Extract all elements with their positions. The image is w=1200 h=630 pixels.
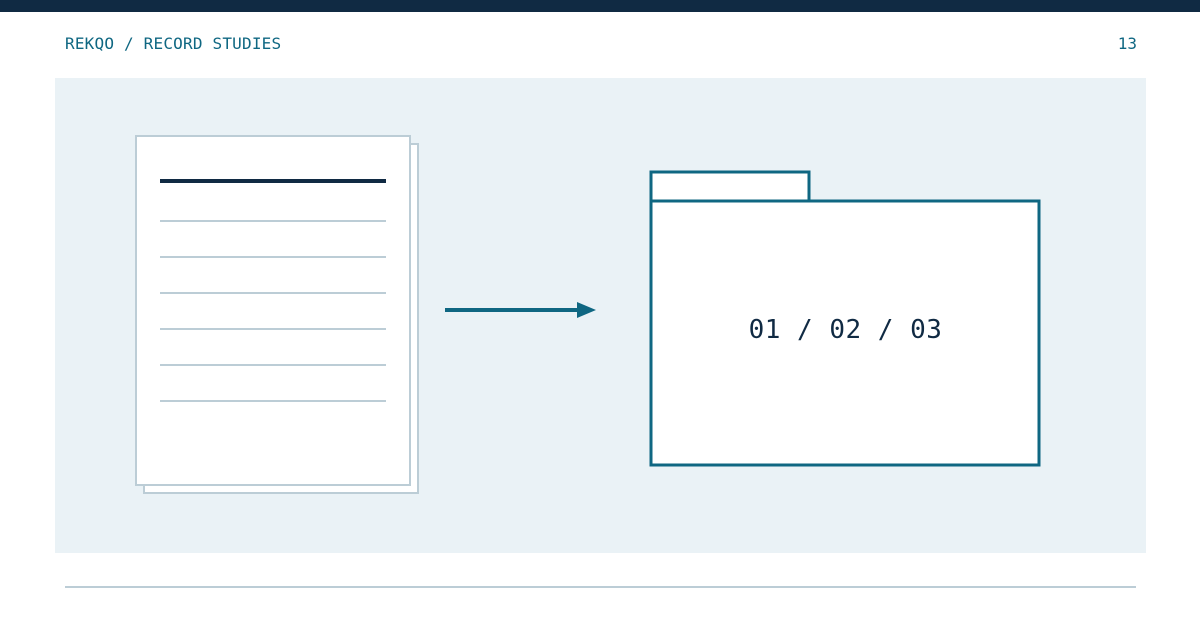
footer-divider <box>65 586 1136 588</box>
document-front-sheet <box>135 135 411 486</box>
folder-label: 01 / 02 / 03 <box>748 315 943 345</box>
folder-tab <box>649 170 811 205</box>
document-stack-icon <box>135 135 419 494</box>
folder-body <box>649 199 1041 467</box>
top-accent-bar <box>0 0 1200 12</box>
arrow-right-icon <box>445 302 596 318</box>
arrow-head <box>577 302 596 318</box>
page-number: 13 <box>1117 34 1137 53</box>
folder-icon <box>649 170 1041 467</box>
breadcrumb: REKQO / RECORD STUDIES <box>65 34 282 53</box>
